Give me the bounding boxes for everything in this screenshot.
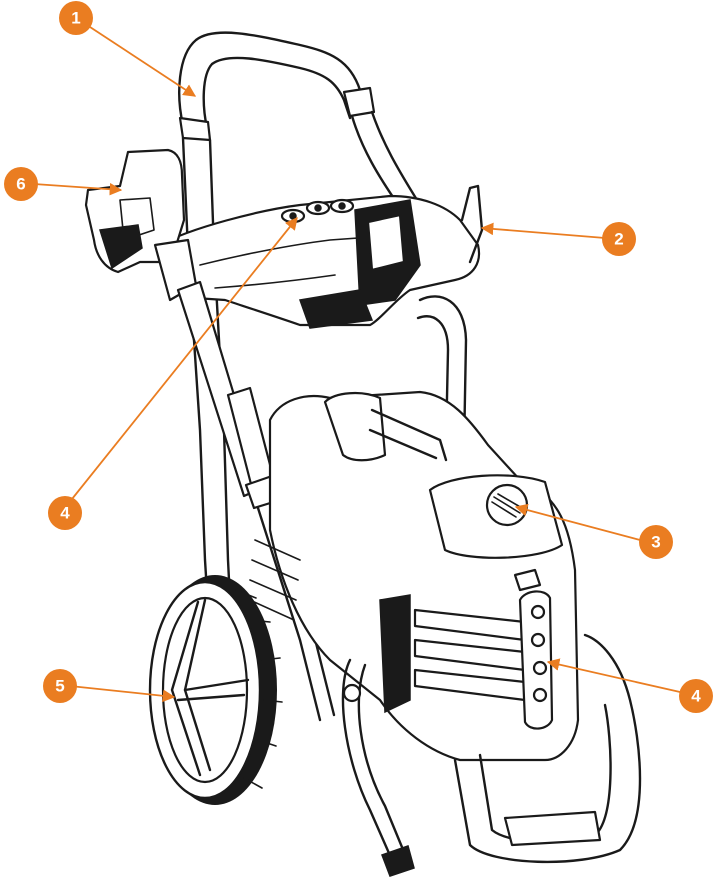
spray-gun	[84, 148, 198, 302]
callout-4-lower: 4	[679, 679, 713, 713]
callout-label-3: 3	[651, 533, 660, 552]
main-body	[249, 390, 642, 877]
leader-6	[33, 182, 123, 196]
leader-1	[89, 26, 197, 97]
callout-1: 1	[59, 1, 93, 35]
leader-3	[514, 503, 641, 541]
callout-leaders	[33, 26, 681, 703]
leader-2	[480, 222, 606, 239]
callout-5: 5	[43, 669, 77, 703]
pressure-washer-illustration	[84, 31, 642, 877]
callout-3: 3	[639, 525, 673, 559]
leader-4b	[546, 658, 681, 693]
callout-label-4-lower: 4	[691, 687, 701, 706]
callout-label-6: 6	[16, 175, 25, 194]
callout-label-1: 1	[71, 9, 80, 28]
callout-label-2: 2	[614, 230, 623, 249]
callout-label-4-upper: 4	[60, 504, 70, 523]
callout-label-5: 5	[55, 677, 64, 696]
control-panel	[158, 184, 484, 329]
leader-4a	[67, 217, 298, 505]
callout-4-upper: 4	[48, 496, 82, 530]
callout-6: 6	[4, 167, 38, 201]
callout-2: 2	[602, 222, 636, 256]
leader-5	[69, 685, 176, 703]
wheel	[148, 575, 283, 805]
